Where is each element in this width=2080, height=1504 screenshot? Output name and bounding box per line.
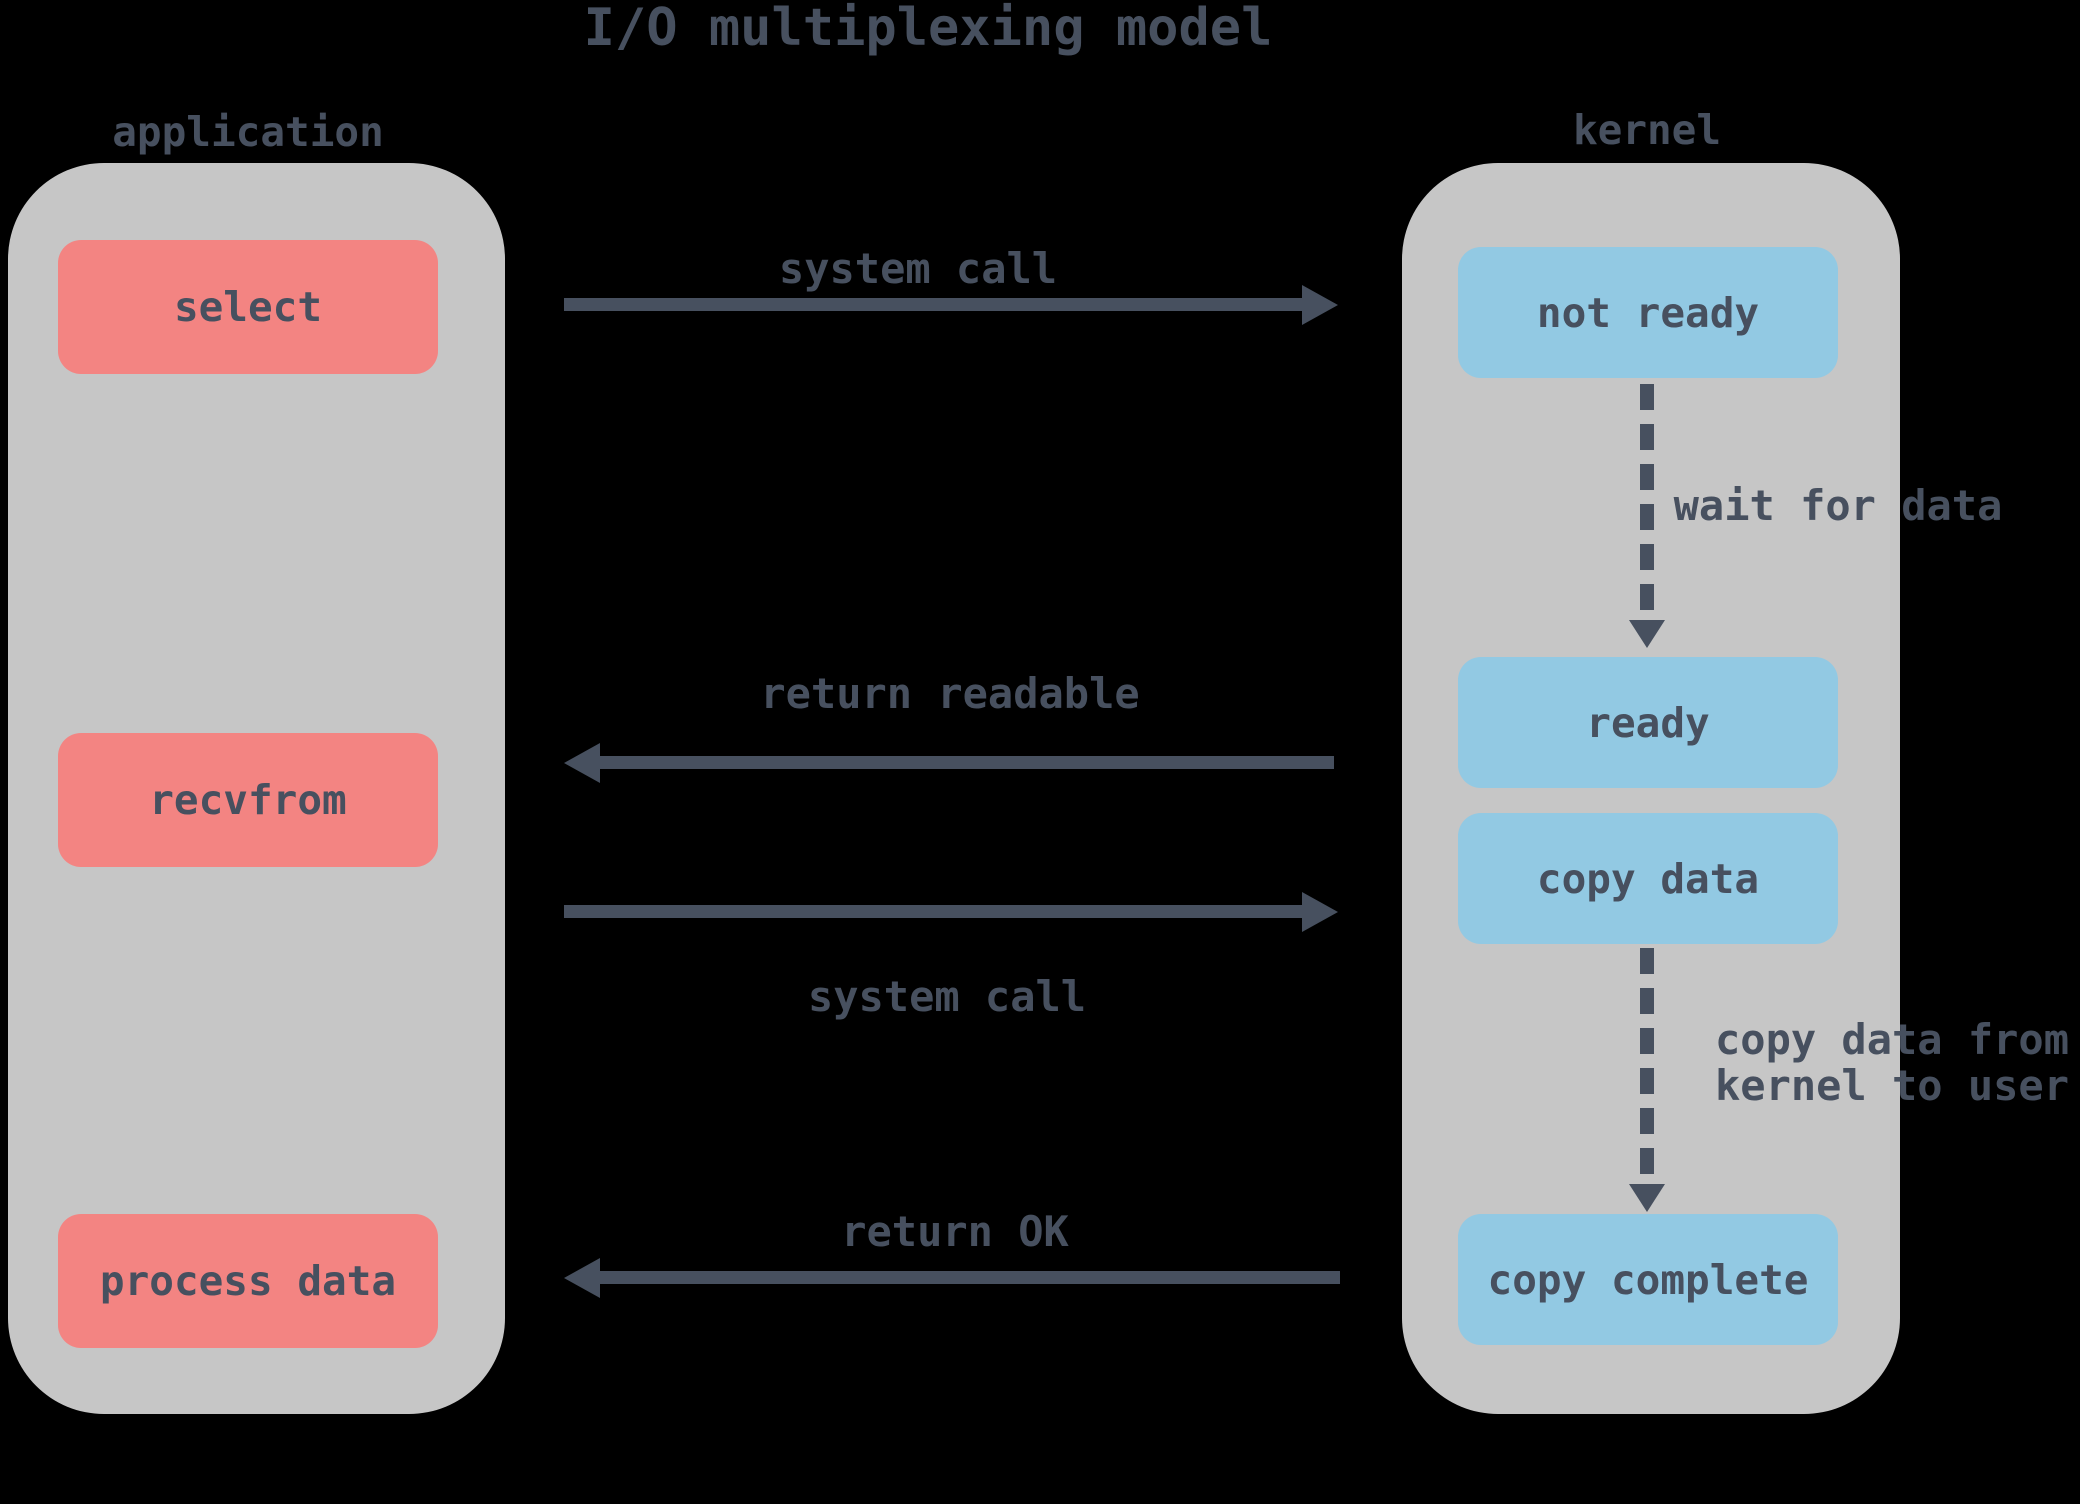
wait-for-data-label: wait for data [1673, 481, 2003, 530]
arrowhead-left-icon [564, 1258, 600, 1298]
diagram-title: I/O multiplexing model [583, 0, 1273, 58]
return-ok-label: return OK [841, 1207, 1069, 1256]
system-call-2-arrow [564, 892, 1338, 932]
node-copy-data: copy data [1458, 813, 1838, 944]
kernel-column-label: kernel [1572, 106, 1722, 154]
system-call-2-label: system call [807, 972, 1087, 1021]
return-readable-label: return readable [760, 669, 1140, 718]
copy-label-line-1: copy data from [1714, 1015, 2070, 1064]
wait-for-data-dashed-arrow [1629, 384, 1665, 648]
copy-data-from-kernel-label: copy data from kernel to user [1715, 1017, 2069, 1109]
node-ready: ready [1458, 657, 1838, 788]
arrowhead-left-icon [564, 743, 600, 783]
node-select: select [58, 240, 438, 374]
copy-data-dashed-arrow [1629, 948, 1665, 1212]
dashed-line [1640, 948, 1654, 1188]
arrowhead-right-icon [1302, 285, 1338, 325]
copy-label-line-2: kernel to user [1714, 1061, 2070, 1110]
dashed-line [1640, 384, 1654, 624]
arrow-shaft [592, 1271, 1340, 1284]
system-call-1-arrow [564, 285, 1338, 325]
node-copy-complete: copy complete [1458, 1214, 1838, 1345]
arrow-shaft [564, 298, 1310, 311]
node-process-data: process data [58, 1214, 438, 1348]
node-recvfrom: recvfrom [58, 733, 438, 867]
node-not-ready: not ready [1458, 247, 1838, 378]
application-column-label: application [112, 108, 384, 156]
return-ok-arrow [564, 1258, 1340, 1298]
arrowhead-down-icon [1629, 620, 1665, 648]
arrowhead-right-icon [1302, 892, 1338, 932]
application-container: select recvfrom process data [8, 163, 505, 1414]
system-call-1-label: system call [778, 244, 1058, 293]
arrowhead-down-icon [1629, 1184, 1665, 1212]
return-readable-arrow [564, 743, 1334, 783]
kernel-container: not ready ready copy data copy complete [1402, 163, 1900, 1414]
arrow-shaft [592, 756, 1334, 769]
arrow-shaft [564, 905, 1310, 918]
